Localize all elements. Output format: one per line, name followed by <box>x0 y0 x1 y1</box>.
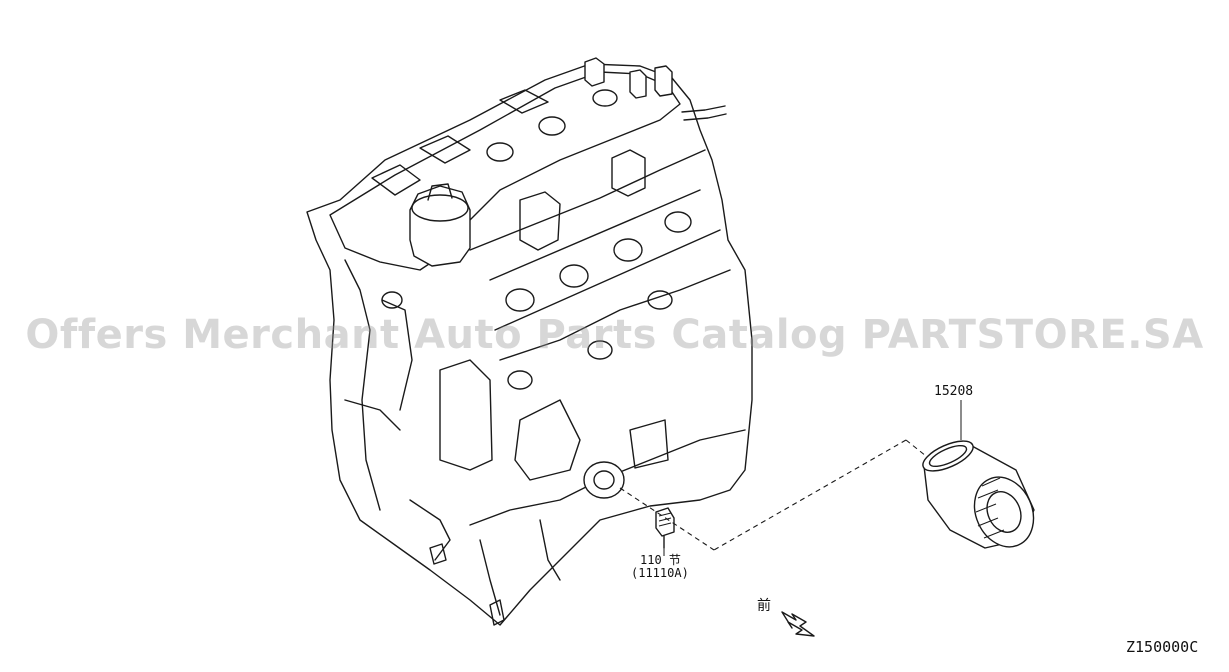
intake-port <box>613 238 643 262</box>
intake-port <box>559 264 589 288</box>
oil-filler-cap <box>409 185 471 267</box>
engine-outline <box>306 63 753 626</box>
part-sub-number[interactable]: (11110A) <box>631 566 689 580</box>
part-symbol: 节 <box>668 553 681 567</box>
intake-port <box>664 211 692 233</box>
front-arrow-icon <box>781 611 815 637</box>
part-number: 110 <box>640 553 662 567</box>
diagram-reference-code: Z150000C <box>1126 638 1199 656</box>
valve-cover <box>329 71 681 271</box>
leader-lines <box>619 400 962 556</box>
oil-filter-mount <box>583 461 625 499</box>
part-label-oil-filter[interactable]: 15208 <box>934 384 974 399</box>
engine-assembly <box>306 57 753 626</box>
front-mark: 前 <box>757 598 771 614</box>
oil-filter <box>922 440 1035 549</box>
part-label-drain-plug[interactable]: 110 节 <box>640 551 681 568</box>
intake-port <box>505 288 535 312</box>
